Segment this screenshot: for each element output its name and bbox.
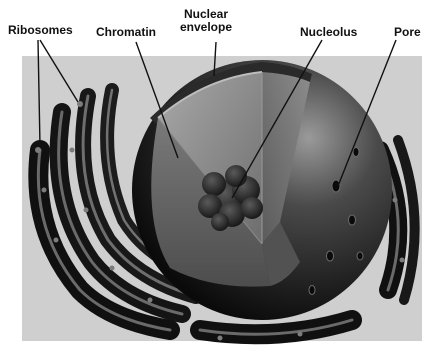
label-nuclear-envelope: Nuclear envelope: [180, 8, 232, 34]
label-pore: Pore: [394, 26, 421, 39]
label-ribosomes: Ribosomes: [8, 24, 73, 37]
label-nuclear-envelope-line2: envelope: [180, 21, 232, 34]
label-chromatin: Chromatin: [96, 26, 156, 39]
label-nucleolus: Nucleolus: [300, 26, 357, 39]
